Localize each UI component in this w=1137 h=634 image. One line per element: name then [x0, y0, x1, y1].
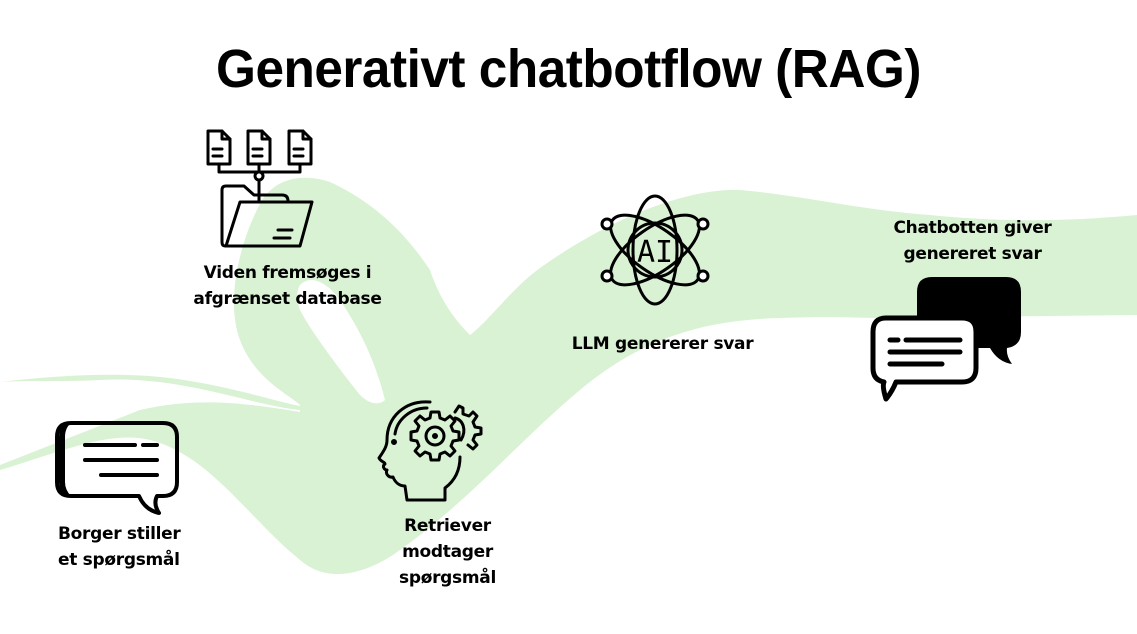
head-gears-icon [375, 392, 485, 502]
documents-folder-icon [200, 128, 325, 250]
two-chat-bubbles-icon [870, 276, 1025, 404]
page-title: Generativt chatbotflow (RAG) [216, 39, 921, 99]
ai-atom-icon: AI [598, 192, 713, 308]
flow-band-shape [0, 177, 1137, 575]
message-bubble [870, 315, 979, 402]
document-icon [206, 129, 232, 166]
step-label-borger: Borger stiller et spørgsmål [58, 524, 181, 570]
step-label-database: Viden fremsøges i afgrænset database [193, 263, 382, 309]
step-label-chatbot: Chatbotten giver genereret svar [893, 218, 1052, 264]
step-label-retriever: Retriever modtager spørgsmål [399, 516, 496, 588]
chat-bubble-icon [55, 420, 180, 515]
step-label-llm: LLM genererer svar [571, 334, 754, 354]
ai-icon-text: AI [637, 235, 673, 270]
